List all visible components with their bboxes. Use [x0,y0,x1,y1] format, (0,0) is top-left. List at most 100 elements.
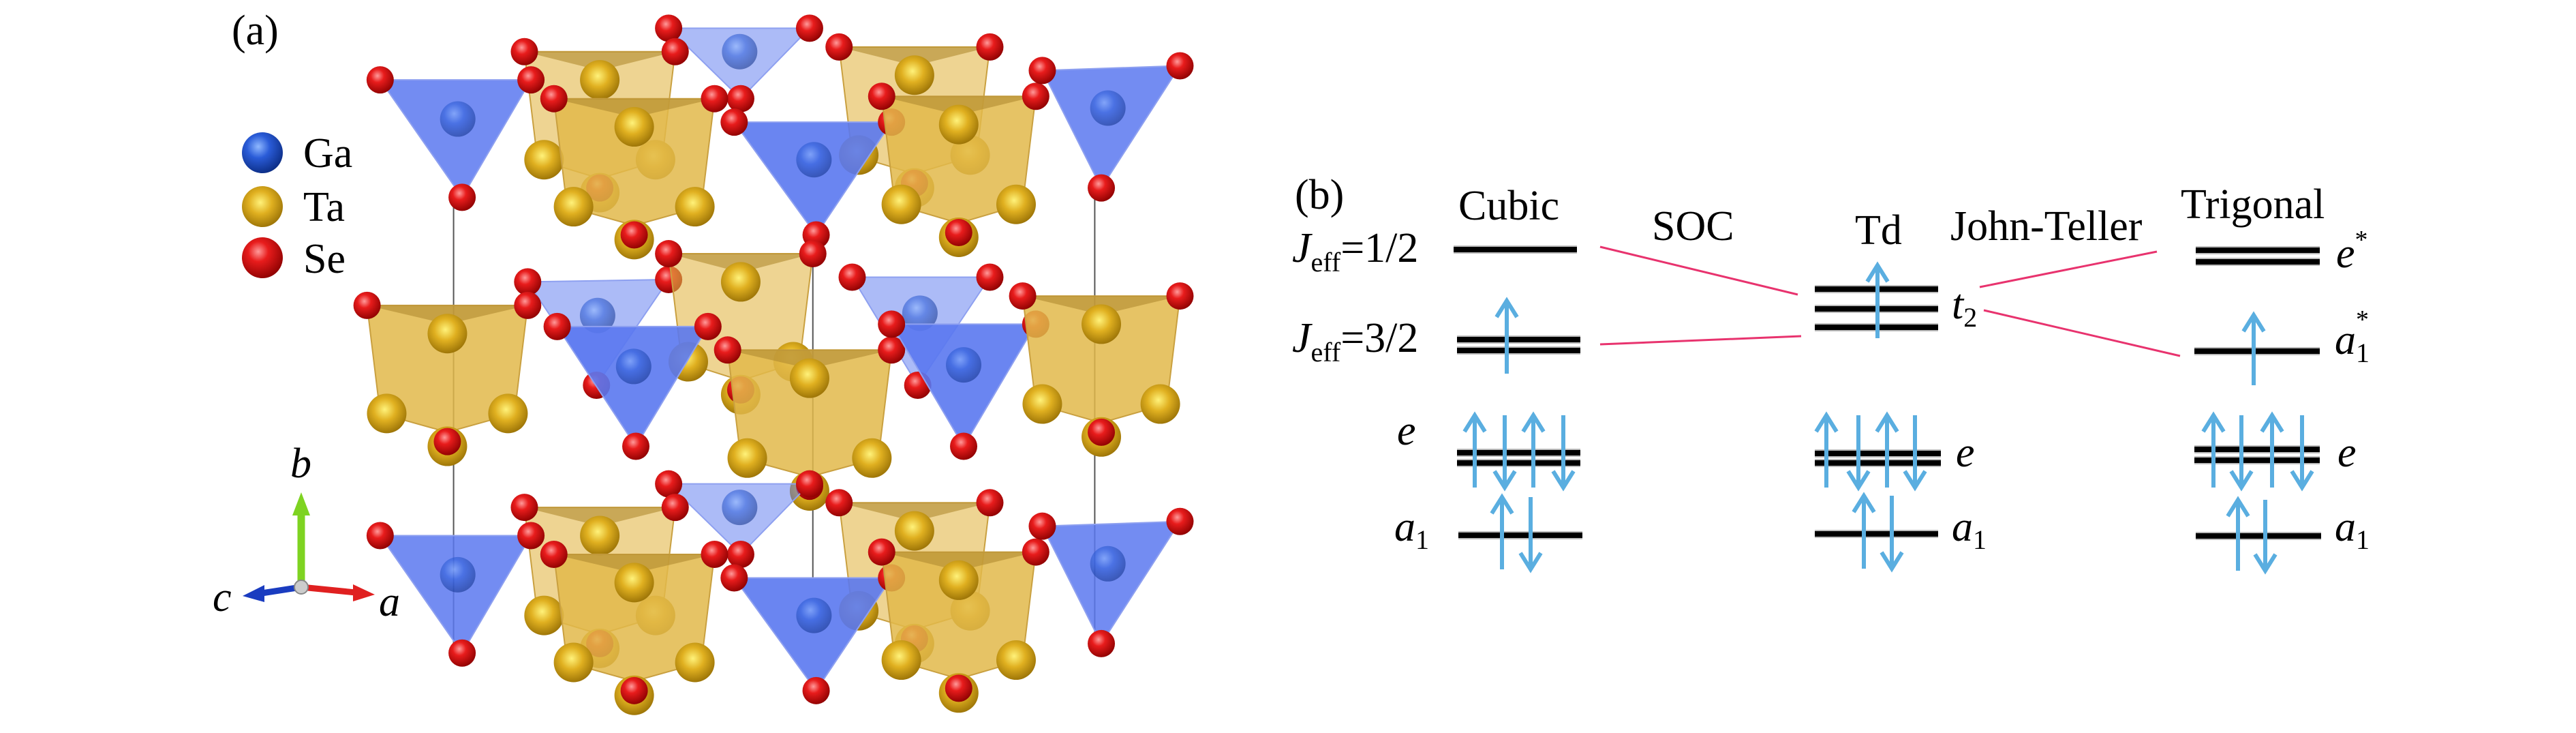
gatse4-tetrahedron [555,325,709,448]
spin-up-arrow-head-icon [1462,411,1487,433]
se-sphere-icon [242,237,283,278]
ta-atom [727,438,767,478]
se-atom [825,489,853,517]
ta-atom [675,642,715,683]
label-td-a1: a1 [1952,504,1987,555]
gatse4-tetrahedron [1041,65,1182,190]
se-atom [795,470,823,498]
ta-atom [894,55,934,95]
spin-up-arrow-head-icon [1494,297,1519,318]
se-atom [661,494,689,522]
se-atom [1166,507,1194,535]
ga-atom [722,33,758,70]
legend: Ga Ta Se [242,130,352,282]
ga-atom [440,101,476,137]
ta-atom [1022,384,1062,424]
se-atom [1022,83,1049,110]
column-title-cubic: Cubic [1458,183,1559,229]
spin-up-arrow-head-icon [2226,496,2250,518]
panel-b-label: (b) [1295,172,1344,218]
se-atom [1028,512,1056,540]
b-axis-label: b [290,440,311,487]
spin-down-arrow-head-icon [1492,470,1517,492]
column-title-td: Td [1855,207,1902,254]
c-axis-arrowhead-icon [243,585,264,602]
legend-item-ta: Ta [242,184,345,230]
gatse4-tetrahedron [378,535,532,655]
se-atom [945,219,972,247]
ga-atom [440,556,476,593]
panel-b: (b) Cubic SOC Td John-Teller Trigonal Je… [1292,172,2370,575]
legend-label-se: Se [303,236,346,282]
ta-atom [881,640,921,680]
se-atom [510,38,538,65]
se-atom [720,564,748,592]
ta-atom [553,187,594,227]
se-atom [1009,282,1037,310]
legend-label-ga: Ga [303,130,352,177]
se-atom [976,489,1004,517]
se-atom [795,14,823,42]
spin-up-arrow-head-icon [2201,411,2226,433]
se-atom [448,183,476,211]
ta-atom [580,60,620,100]
ta-atom [614,107,654,147]
ta-sphere-icon [242,186,283,227]
spin-down-arrow-head-icon [1551,470,1576,492]
se-atom [1088,418,1116,446]
energy-levels [1454,245,2321,575]
axis-triad: b a c [213,440,400,625]
se-atom [694,312,722,340]
spin-up-arrow-head-icon [2260,411,2284,433]
se-atom [620,221,648,249]
ta-atom [996,640,1036,680]
spin-down-arrow-head-icon [2290,470,2314,492]
se-atom [825,33,853,61]
spin-up-arrow-head-icon [1865,261,1890,283]
label-trigonal-e: e [2337,430,2357,476]
ga-atom [902,295,938,331]
ga-atom [946,347,982,383]
se-atom [366,522,394,550]
spin-down-arrow-head-icon [1903,470,1927,492]
spin-up-arrow-head-icon [1521,411,1546,433]
se-atom [622,432,650,460]
se-atom [868,83,895,110]
se-atom [514,268,542,296]
column-title-john-teller: John-Teller [1950,203,2143,250]
se-atom [1088,629,1116,657]
axis-origin [294,580,309,595]
c-axis-label: c [213,574,232,620]
se-atom [514,291,542,319]
label-cubic-a1: a1 [1394,504,1429,555]
se-atom [878,310,906,338]
ta-atom [789,358,829,398]
se-atom [1166,282,1194,310]
ga-atom [579,297,615,333]
crystal-structure [353,14,1194,715]
se-atom [838,263,866,291]
ta-atom [488,393,528,434]
se-atom [540,541,568,569]
spin-down-arrow-head-icon [2253,553,2278,575]
ta-atom [1082,304,1122,344]
ta-atom [852,438,892,478]
se-atom [448,639,476,667]
spin-down-arrow-head-icon [1880,551,1904,573]
column-title-trigonal: Trigonal [2181,181,2325,228]
se-atom [714,336,741,364]
se-atom [950,432,978,460]
ga-atom [615,348,651,385]
se-atom [517,522,545,550]
ga-sphere-icon [242,132,283,173]
ta-atom [367,393,407,434]
se-atom [701,541,729,569]
se-atom [799,240,827,268]
ta-atom [938,560,979,600]
se-atom [720,108,748,136]
se-atom [976,33,1004,61]
gatse4-tetrahedron [378,79,532,199]
se-atom [701,85,729,113]
se-atom [655,14,683,42]
